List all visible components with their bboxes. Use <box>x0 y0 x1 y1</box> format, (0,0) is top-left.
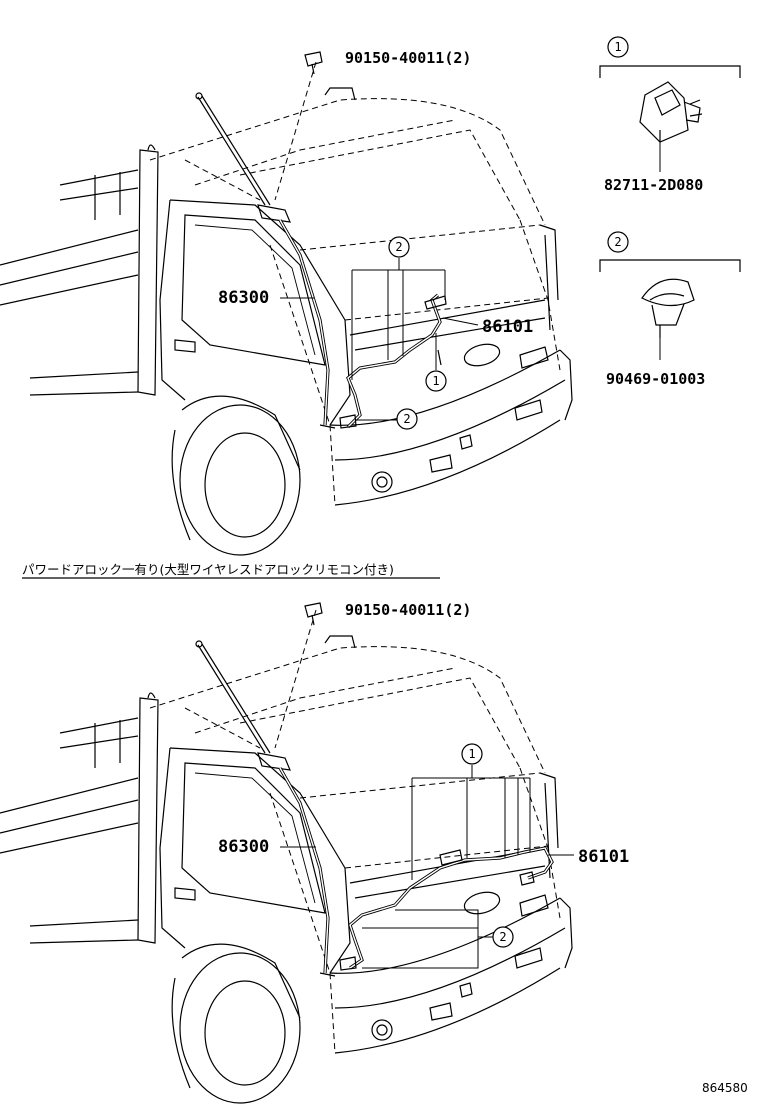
callout-bubble-2 <box>492 926 514 948</box>
clip-icon <box>639 81 703 143</box>
top-figure: 90150-40011(2) 86300 86101 2 1 2 <box>0 49 574 557</box>
diagram-reference-code: 864580 <box>702 1081 748 1095</box>
harness-label: 86101 <box>482 317 533 337</box>
callout-number: 2 <box>499 930 506 944</box>
bolt-part-number: 90150-40011(2) <box>345 601 471 619</box>
legend-number: 1 <box>614 40 621 54</box>
clamp-icon <box>641 278 695 338</box>
callout-bubble-2-lower <box>396 408 418 430</box>
clip-part-number: 82711-2D080 <box>604 176 703 194</box>
variant-caption: パワードアロック一有り(大型ワイヤレスドアロックリモコン付き) <box>22 562 394 577</box>
bottom-figure: 90150-40011(2) 86300 86101 1 2 <box>0 601 629 1105</box>
callout-number: 1 <box>432 374 439 388</box>
callout-number: 2 <box>403 412 410 426</box>
callout-bubble-1 <box>461 743 483 765</box>
callout-bubble-1 <box>425 370 447 392</box>
callout-number: 1 <box>468 747 475 761</box>
legend-item-1: 1 82711-2D080 <box>599 36 741 194</box>
callout-bubble-2 <box>388 236 410 258</box>
legend-item-2: 2 90469-01003 <box>599 231 741 388</box>
legend-number: 2 <box>614 235 621 249</box>
bolt-part-number: 90150-40011(2) <box>345 49 471 67</box>
bolt-icon <box>304 602 323 626</box>
antenna-pole-label: 86300 <box>218 288 269 308</box>
antenna-cord-harness <box>339 293 447 429</box>
antenna-pole-label: 86300 <box>218 837 269 857</box>
harness-label: 86101 <box>578 847 629 867</box>
bolt-icon <box>304 51 323 75</box>
clamp-part-number: 90469-01003 <box>606 370 705 388</box>
callout-number: 2 <box>395 240 402 254</box>
